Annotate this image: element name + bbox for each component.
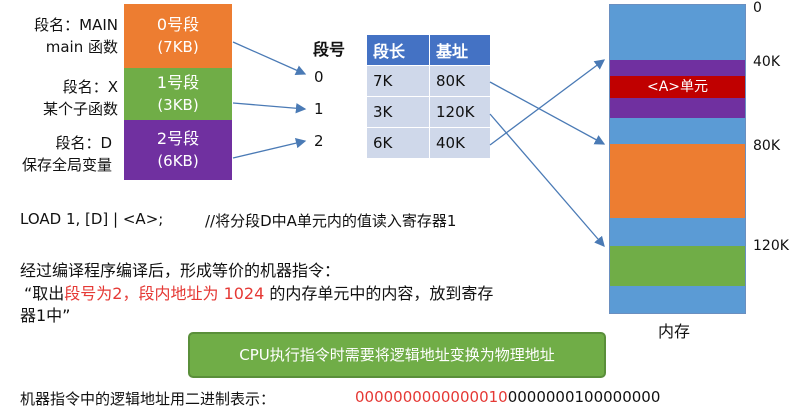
segment-index-1: 1 <box>314 100 324 118</box>
explain-line3: 器1中” <box>20 306 71 325</box>
segment-index-header: 段号 <box>313 40 346 59</box>
explain-line1: 经过编译程序编译后，形成等价的机器指令： <box>20 261 341 280</box>
segment-1-label-line2: 某个子函数 <box>42 100 118 118</box>
segment-1-name: 1号段 <box>156 73 200 92</box>
arrow-row-0-to-memory <box>489 81 606 145</box>
segment-1-base: 120K <box>429 96 491 128</box>
segment-2-size: (6KB) <box>157 152 199 170</box>
memory-tick-40k: 40K <box>753 54 780 70</box>
table-row: 6K 40K <box>366 127 491 159</box>
instruction-code: LOAD 1, [D] | <A>; <box>20 210 164 228</box>
memory-free-top <box>609 4 746 60</box>
segment-0-label: 段名：MAIN main 函数 <box>0 14 118 58</box>
explain-quote-open: “取出 <box>24 284 65 303</box>
binary-address: 00000000000000100000000100000000 <box>355 388 660 406</box>
segment-index-2: 2 <box>314 132 324 150</box>
memory-tick-0: 0 <box>753 0 762 16</box>
segment-0-size: (7KB) <box>157 38 199 56</box>
memory-segment-0 <box>609 144 746 218</box>
binary-offset-bits: 0000000100000000 <box>507 388 661 406</box>
segment-index-0: 0 <box>314 68 324 86</box>
segment-table-header-base: 基址 <box>429 34 491 66</box>
segment-2-box: 2号段 (6KB) <box>124 120 232 180</box>
segment-0-base: 80K <box>429 65 491 97</box>
memory-tick-120k: 120K <box>753 238 789 254</box>
arrow-segment-2-to-index <box>232 138 307 159</box>
segment-1-box: 1号段 (3KB) <box>124 68 232 120</box>
memory-cell-a: <A>单元 <box>609 76 746 98</box>
memory-caption: 内存 <box>658 322 691 341</box>
segment-2-base: 40K <box>429 127 491 159</box>
segment-1-length: 3K <box>366 96 430 128</box>
explain-red-text: 段号为2，段内地址为 1024 <box>64 284 265 303</box>
table-row: 7K 80K <box>366 65 491 97</box>
segment-2-label: 段名：D 保存全局变量 <box>0 132 112 176</box>
memory-segment-1 <box>609 246 746 286</box>
arrow-segment-0-to-index <box>232 41 307 76</box>
segment-table: 段长 基址 7K 80K 3K 120K 6K 40K <box>366 34 491 159</box>
segment-table-header-length: 段长 <box>366 34 430 66</box>
explain-line2: “取出段号为2，段内地址为 1024 的内存单元中的内容，放到寄存 <box>24 280 493 304</box>
segment-2-label-line1: 段名：D <box>55 134 112 152</box>
segment-2-label-line2: 保存全局变量 <box>21 156 112 174</box>
segment-1-label: 段名：X 某个子函数 <box>0 76 118 120</box>
memory-segment-2-upper <box>609 60 746 76</box>
memory-tick-80k: 80K <box>753 138 780 154</box>
segment-table-header-row: 段长 基址 <box>366 34 491 66</box>
segment-0-length: 7K <box>366 65 430 97</box>
segment-2-length: 6K <box>366 127 430 159</box>
arrow-row-2-to-memory <box>489 59 606 146</box>
explain-quote-mid: 的内存单元中的内容，放到寄存 <box>264 284 494 303</box>
table-row: 3K 120K <box>366 96 491 128</box>
memory-free-gap <box>609 218 746 246</box>
callout-box: CPU执行指令时需要将逻辑地址变换为物理地址 <box>188 332 606 378</box>
arrow-segment-1-to-index <box>232 102 307 114</box>
segment-0-name: 0号段 <box>156 15 200 34</box>
segment-2-name: 2号段 <box>156 129 200 148</box>
binary-label: 机器指令中的逻辑地址用二进制表示： <box>20 390 276 408</box>
binary-segment-bits: 0000000000000010 <box>355 388 508 406</box>
memory-segment-2-lower <box>609 98 746 118</box>
memory-free-bottom <box>609 286 746 314</box>
segment-1-label-line1: 段名：X <box>62 78 118 96</box>
segment-0-label-line1: 段名：MAIN <box>34 16 118 34</box>
instruction-comment: //将分段D中A单元内的值读入寄存器1 <box>205 212 457 230</box>
segment-0-box: 0号段 (7KB) <box>124 4 232 68</box>
segment-1-size: (3KB) <box>157 96 199 114</box>
segment-0-label-line2: main 函数 <box>45 38 118 56</box>
memory-free-middle <box>609 118 746 144</box>
arrow-row-1-to-memory <box>489 113 605 247</box>
